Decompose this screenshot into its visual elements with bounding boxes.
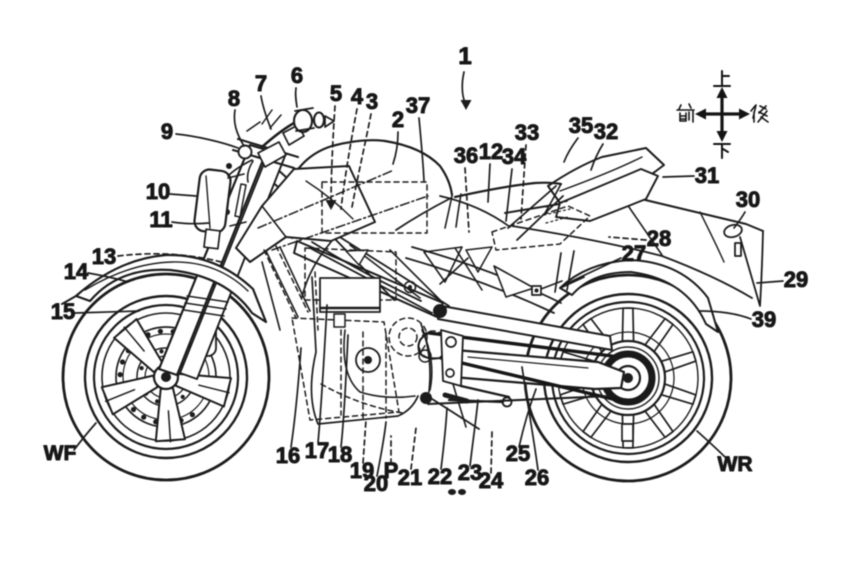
svg-text:10: 10 <box>146 179 170 204</box>
svg-text:14: 14 <box>64 259 89 284</box>
svg-text:16: 16 <box>276 443 300 468</box>
svg-text:3: 3 <box>366 89 378 114</box>
svg-text:36: 36 <box>454 143 478 168</box>
svg-text:28: 28 <box>647 226 671 251</box>
svg-text:8: 8 <box>228 86 240 111</box>
svg-text:35: 35 <box>569 113 593 138</box>
svg-text:18: 18 <box>328 442 352 467</box>
svg-text:20: 20 <box>364 471 388 496</box>
svg-text:15: 15 <box>51 299 75 324</box>
svg-text:29: 29 <box>784 267 808 292</box>
svg-text:34: 34 <box>502 144 527 169</box>
svg-text:32: 32 <box>594 119 618 144</box>
svg-text:12: 12 <box>479 139 503 164</box>
svg-text:6: 6 <box>291 63 303 88</box>
svg-text:WF: WF <box>44 442 77 465</box>
svg-text:39: 39 <box>752 307 776 332</box>
svg-text:P: P <box>384 458 399 483</box>
svg-text:37: 37 <box>406 93 430 118</box>
svg-text:11: 11 <box>149 207 172 232</box>
svg-text:25: 25 <box>506 441 530 466</box>
svg-text:24: 24 <box>479 468 504 493</box>
svg-text:30: 30 <box>736 187 760 212</box>
svg-text:21: 21 <box>398 465 422 490</box>
svg-text:4: 4 <box>351 84 364 109</box>
svg-text:26: 26 <box>525 465 549 490</box>
svg-text:9: 9 <box>161 119 173 144</box>
svg-text:5: 5 <box>330 81 342 106</box>
svg-text:33: 33 <box>515 120 539 145</box>
svg-text:13: 13 <box>92 244 116 269</box>
svg-text:23: 23 <box>458 460 482 485</box>
svg-text:2: 2 <box>392 107 404 132</box>
svg-text:7: 7 <box>255 71 267 96</box>
svg-text:WR: WR <box>718 453 753 476</box>
svg-text:1: 1 <box>458 43 471 70</box>
svg-text:19: 19 <box>350 458 374 483</box>
svg-text:17: 17 <box>305 438 329 463</box>
svg-text:27: 27 <box>622 241 646 266</box>
svg-text:22: 22 <box>428 464 452 489</box>
svg-text:31: 31 <box>695 163 719 188</box>
